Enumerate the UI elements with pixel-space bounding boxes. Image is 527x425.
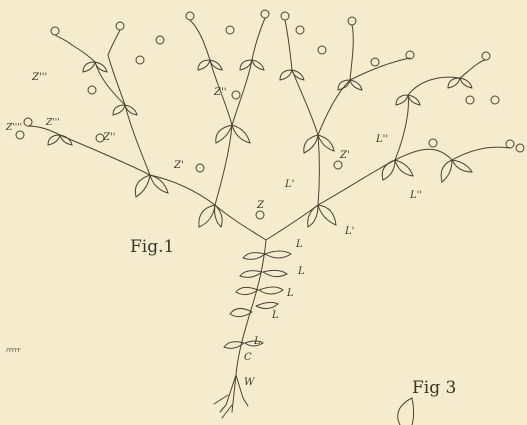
label-l1-right: L' bbox=[344, 226, 354, 237]
label-z3-left: Z''' bbox=[31, 72, 47, 83]
label-z1-right: Z' bbox=[339, 150, 350, 161]
label-w: W bbox=[244, 377, 255, 388]
label-l-stem3: L bbox=[286, 288, 294, 299]
label-l-stem2: L bbox=[297, 266, 305, 277]
caption-fig3: Fig 3 bbox=[412, 378, 456, 398]
label-l1-left: L' bbox=[284, 179, 294, 190]
label-z4-left: Z'''' bbox=[5, 123, 22, 133]
fork-leaves bbox=[135, 125, 472, 227]
label-z2-upper: Z'' bbox=[213, 87, 226, 98]
label-l-stem4: L bbox=[271, 310, 279, 321]
first-fork-branches bbox=[215, 205, 318, 240]
caption-fig1: Fig.1 bbox=[130, 237, 174, 257]
label-z1-left: Z' bbox=[173, 160, 184, 171]
label-l2-right-bottom: L'' bbox=[409, 190, 422, 201]
label-c: C bbox=[244, 352, 252, 363]
fig3-leaf-outline bbox=[398, 398, 414, 425]
margin-mark: rrrrr bbox=[6, 347, 21, 354]
label-z-main: Z bbox=[256, 200, 265, 211]
label-z3-inner: Z''' bbox=[45, 118, 60, 128]
label-l-stem5: L bbox=[253, 336, 261, 347]
label-z2-left: Z'' bbox=[102, 132, 115, 143]
stem-leaves bbox=[224, 251, 291, 348]
label-l2-right-top: L'' bbox=[375, 134, 388, 145]
figure-labels: Z Z' Z' Z'' Z'' Z''' Z''' Z'''' L L L L … bbox=[5, 72, 422, 388]
roots bbox=[214, 375, 248, 418]
flower-buds bbox=[16, 10, 524, 219]
label-l-stem1: L bbox=[295, 239, 303, 250]
canopy-branches bbox=[55, 18, 485, 80]
